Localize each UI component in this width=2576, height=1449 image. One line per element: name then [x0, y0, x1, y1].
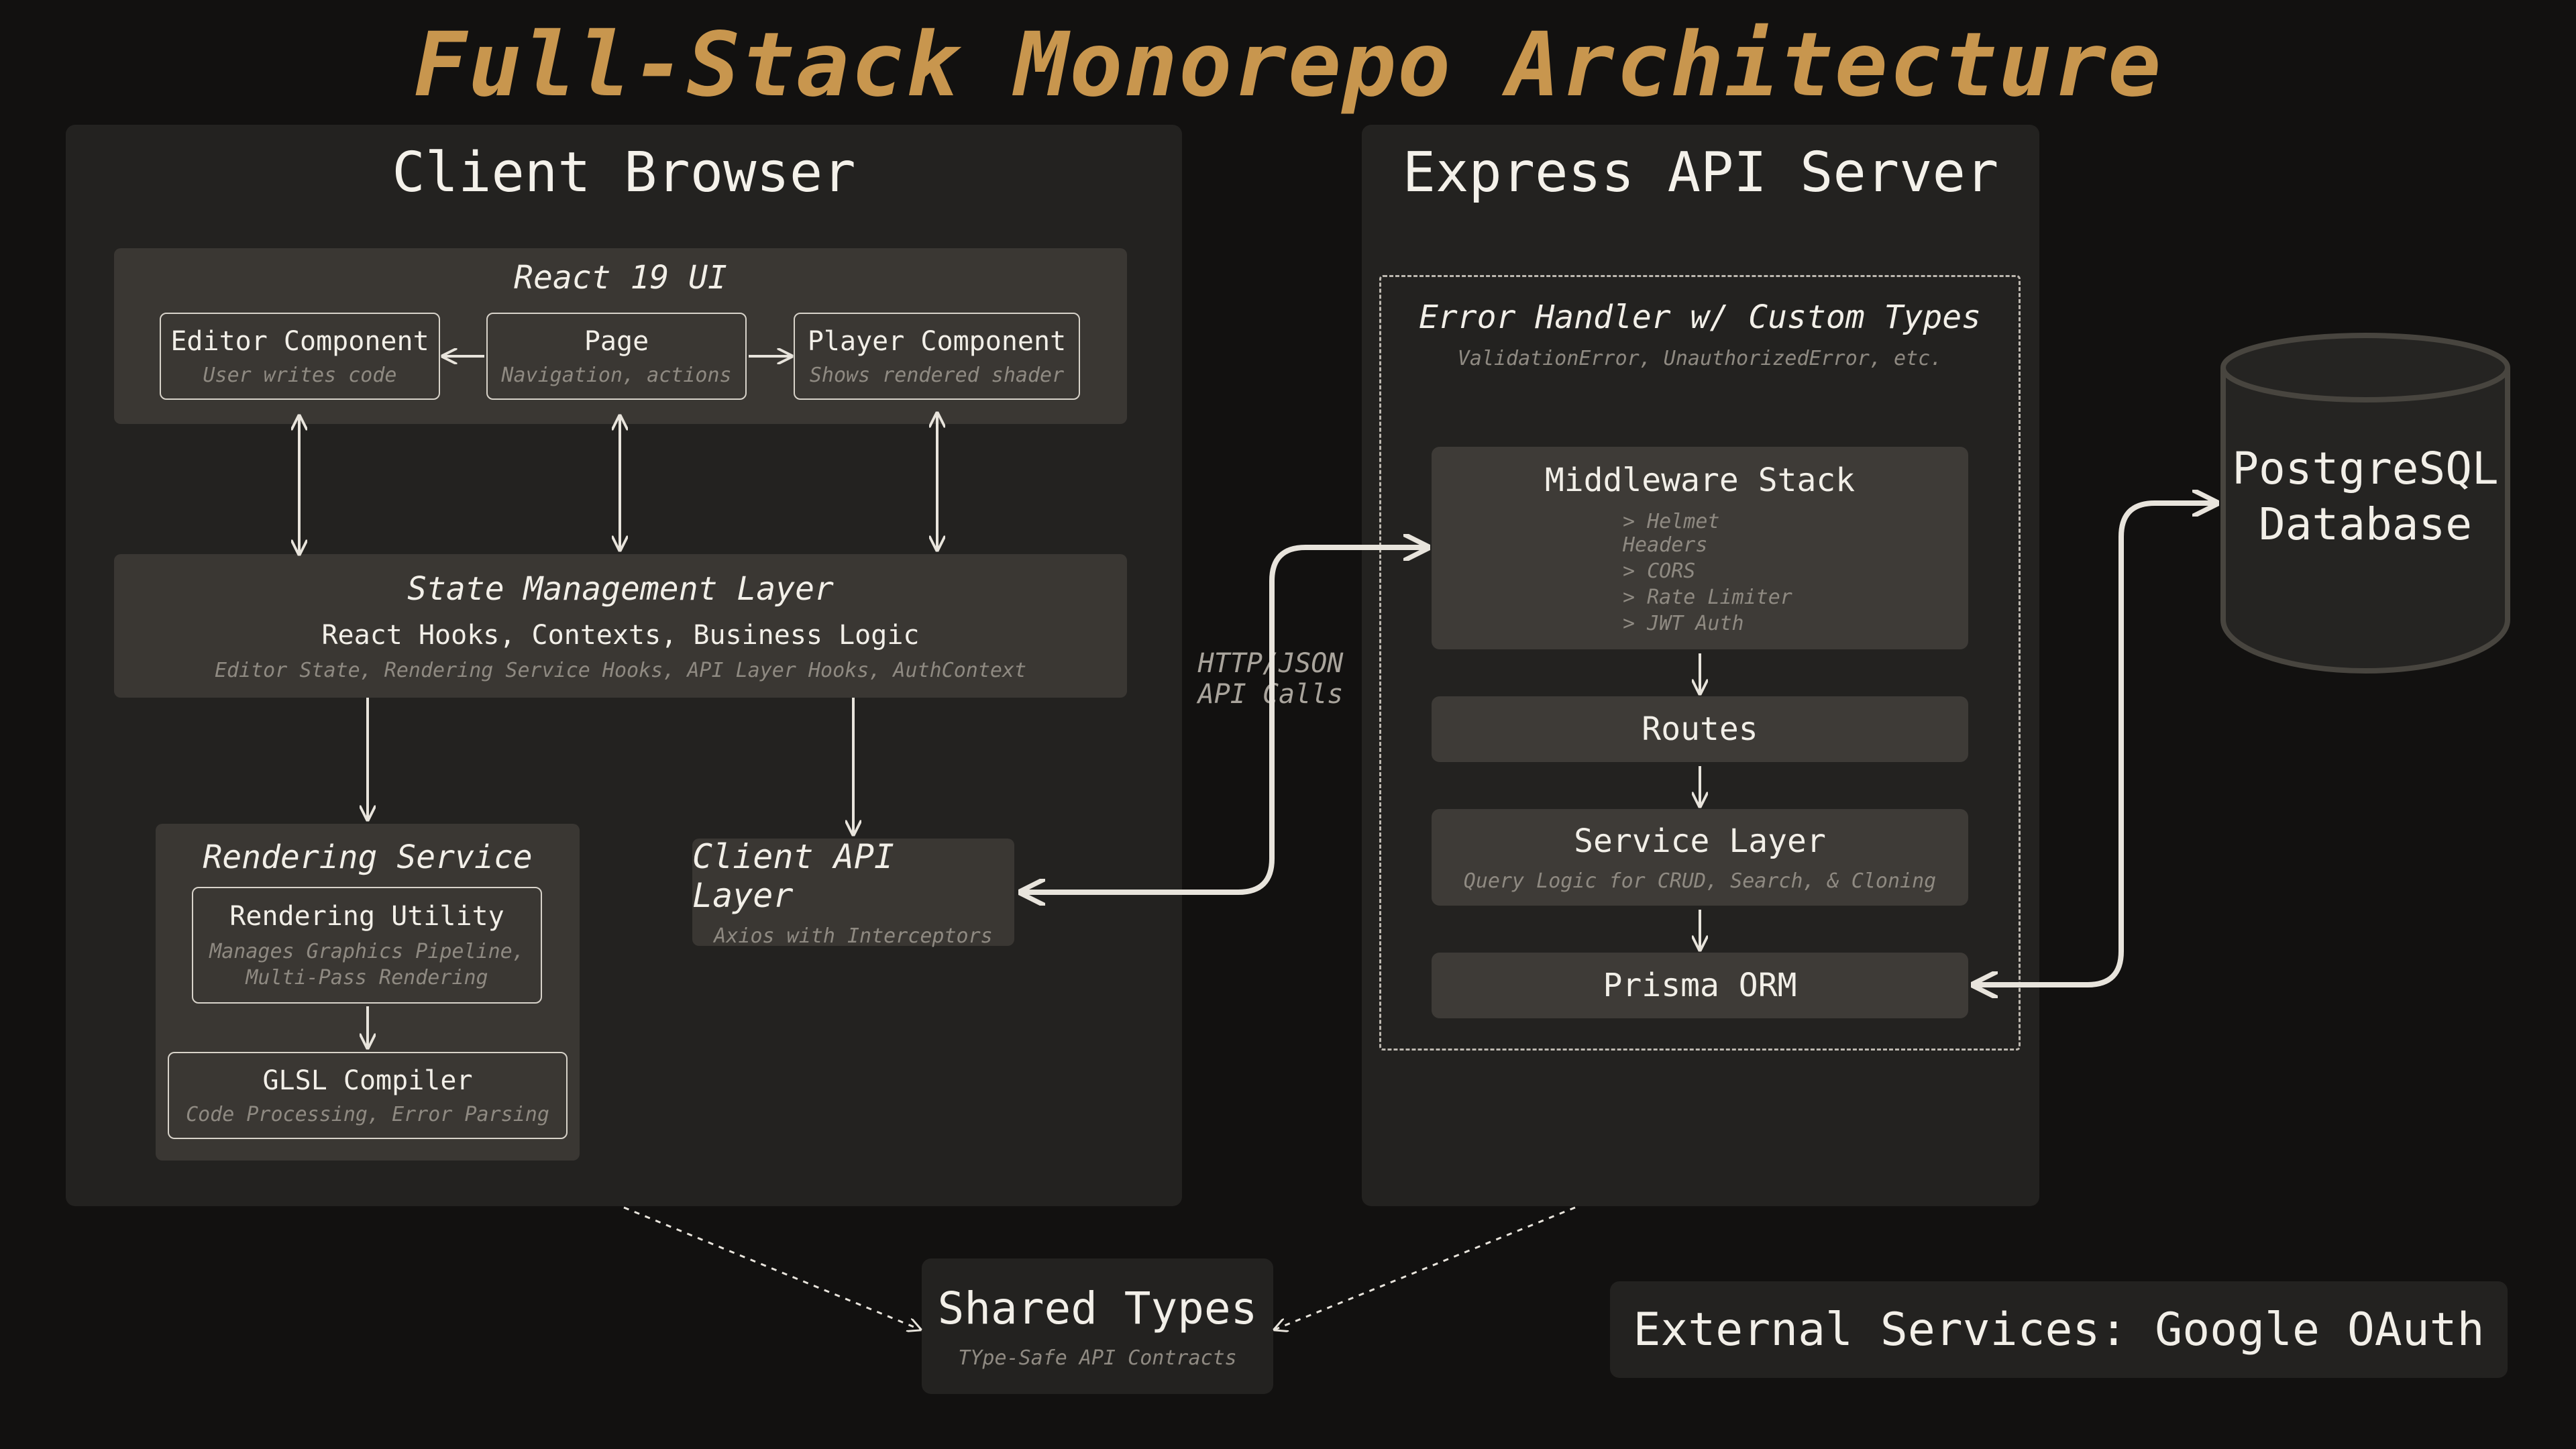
database-line-1: PostgreSQL — [2232, 443, 2499, 494]
react-ui-title: React 19 UI — [514, 259, 727, 297]
routes-title: Routes — [1642, 710, 1758, 748]
glsl-compiler-title: GLSL Compiler — [262, 1065, 473, 1096]
error-handler-subtitle: ValidationError, UnauthorizedError, etc. — [1457, 347, 1943, 370]
middleware-item-rate-limiter: > Rate Limiter — [1623, 585, 1792, 609]
page-component-title: Page — [584, 325, 649, 357]
player-component-subtitle: Shows rendered shader — [809, 363, 1065, 387]
client-browser-title: Client Browser — [392, 141, 856, 205]
state-management-layer[interactable]: State Management Layer React Hooks, Cont… — [114, 554, 1127, 698]
middleware-stack-title: Middleware Stack — [1544, 461, 1856, 499]
middleware-stack[interactable]: Middleware Stack > Helmet Headers > CORS… — [1432, 447, 1968, 649]
shared-types-title: Shared Types — [937, 1283, 1258, 1334]
external-services-title: External Services: Google OAuth — [1633, 1303, 2485, 1356]
page-component[interactable]: Page Navigation, actions — [486, 313, 747, 400]
middleware-item-helmet: > Helmet Headers — [1623, 509, 1720, 557]
middleware-item-jwt-auth: > JWT Auth — [1623, 611, 1744, 635]
rendering-utility-box[interactable]: Rendering Utility Manages Graphics Pipel… — [192, 887, 542, 1004]
glsl-compiler-box[interactable]: GLSL Compiler Code Processing, Error Par… — [168, 1052, 568, 1139]
postgresql-database[interactable]: PostgreSQL Database — [2223, 429, 2508, 564]
client-api-layer-subtitle: Axios with Interceptors — [714, 924, 993, 948]
client-api-layer[interactable]: Client API Layer Axios with Interceptors — [692, 837, 1014, 948]
state-management-description: React Hooks, Contexts, Business Logic — [321, 619, 920, 651]
prisma-orm-box[interactable]: Prisma ORM — [1432, 953, 1968, 1018]
rendering-service-title: Rendering Service — [203, 839, 533, 876]
glsl-compiler-subtitle: Code Processing, Error Parsing — [186, 1102, 549, 1126]
shared-types-subtitle: TYpe-Safe API Contracts — [958, 1346, 1237, 1370]
rendering-utility-subtitle-1: Manages Graphics Pipeline, — [209, 940, 525, 963]
database-line-2: Database — [2259, 498, 2472, 550]
error-handler-title: Error Handler w/ Custom Types — [1418, 299, 1982, 336]
error-handler-boundary: Error Handler w/ Custom Types Validation… — [1379, 275, 2021, 1051]
react-ui-group: React 19 UI — [114, 248, 1127, 424]
page-component-subtitle: Navigation, actions — [501, 363, 732, 387]
service-layer-subtitle: Query Logic for CRUD, Search, & Cloning — [1463, 869, 1937, 893]
express-server-title: Express API Server — [1402, 141, 1999, 205]
page-title: Full-Stack Monorepo Architecture — [413, 13, 2163, 117]
prisma-orm-title: Prisma ORM — [1603, 967, 1797, 1004]
http-json-label-line-2: API Calls — [1193, 679, 1348, 710]
editor-component[interactable]: Editor Component User writes code — [160, 313, 440, 400]
editor-component-title: Editor Component — [170, 325, 429, 357]
rendering-service-group: Rendering Service — [156, 824, 580, 1161]
state-management-details: Editor State, Rendering Service Hooks, A… — [214, 658, 1027, 682]
rendering-utility-title: Rendering Utility — [229, 901, 504, 932]
http-json-label: HTTP/JSON API Calls — [1175, 639, 1366, 719]
external-services-box[interactable]: External Services: Google OAuth — [1610, 1281, 2508, 1378]
http-json-label-line-1: HTTP/JSON — [1193, 648, 1348, 679]
server-shared-types-dotted-link — [1275, 1206, 1576, 1330]
state-management-title: State Management Layer — [407, 570, 834, 608]
client-api-layer-title: Client API Layer — [692, 837, 895, 915]
routes-box[interactable]: Routes — [1432, 696, 1968, 762]
player-component-title: Player Component — [807, 325, 1067, 357]
service-layer-box[interactable]: Service Layer Query Logic for CRUD, Sear… — [1432, 809, 1968, 906]
rendering-utility-subtitle-2: Multi-Pass Rendering — [246, 966, 488, 989]
middleware-item-cors: > CORS — [1623, 559, 1696, 583]
service-layer-title: Service Layer — [1574, 822, 1826, 860]
client-shared-types-dotted-link — [623, 1206, 920, 1330]
shared-types-box[interactable]: Shared Types TYpe-Safe API Contracts — [922, 1258, 1273, 1394]
player-component[interactable]: Player Component Shows rendered shader — [794, 313, 1080, 400]
editor-component-subtitle: User writes code — [203, 363, 397, 387]
